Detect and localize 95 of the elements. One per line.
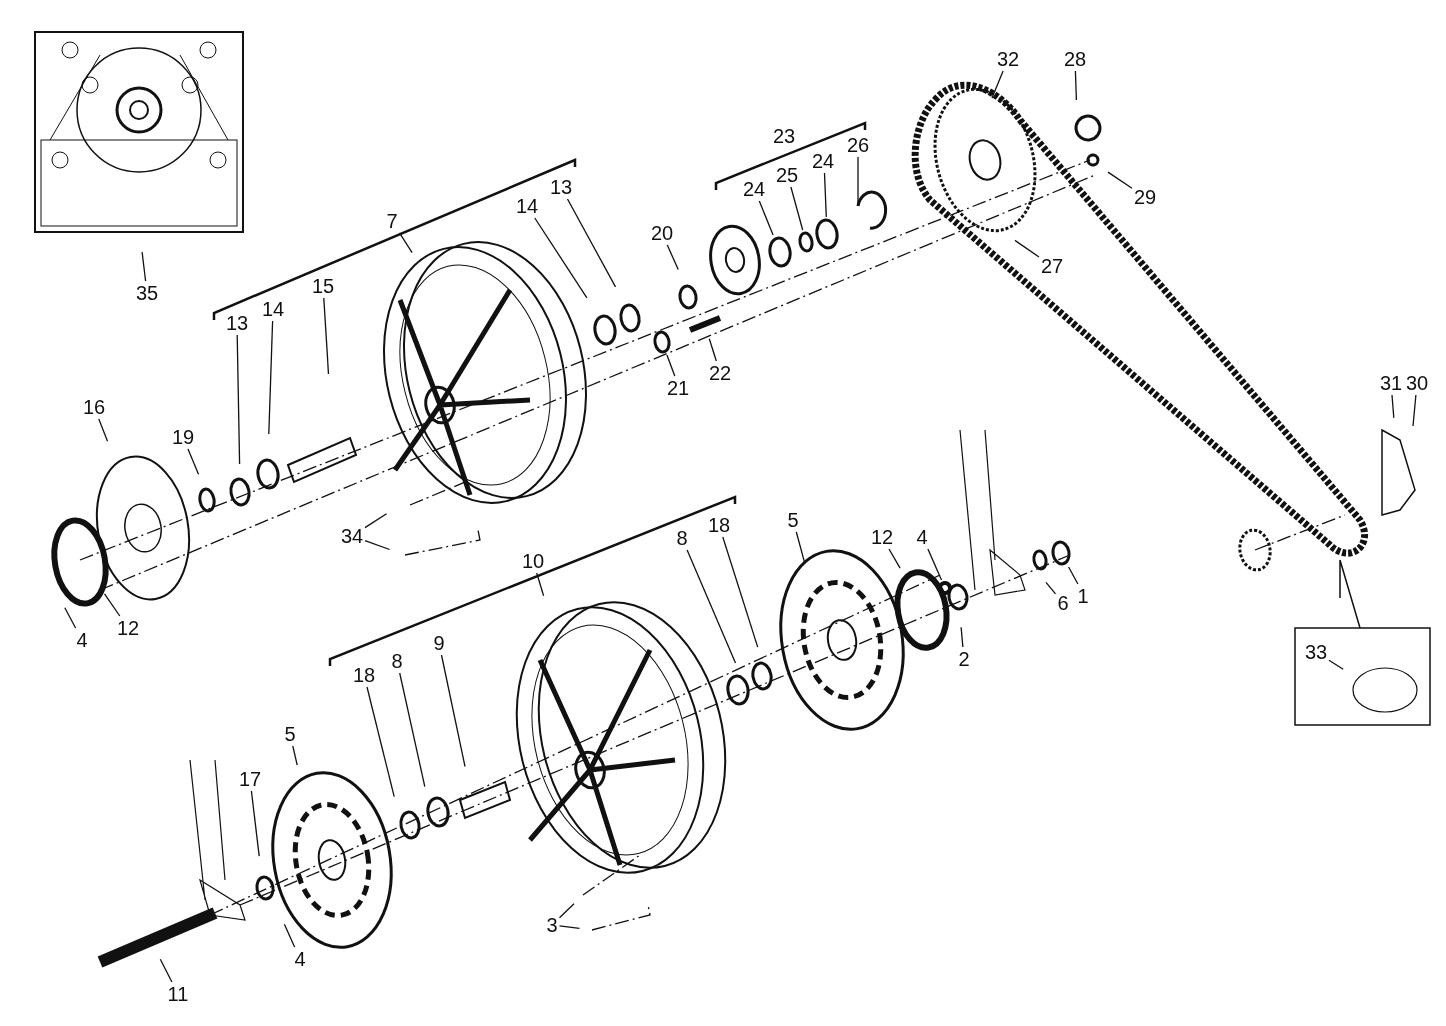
callout-number: 24	[742, 178, 767, 200]
leader-line	[187, 448, 200, 475]
callout-number: 2	[957, 648, 971, 670]
callout-number: 13	[549, 176, 574, 198]
callout-number: 18	[352, 664, 377, 686]
callout-number: 1	[1076, 585, 1090, 607]
leader-line	[364, 540, 391, 551]
leader-line	[141, 251, 147, 282]
leader-line	[1045, 581, 1057, 595]
leader-line	[250, 790, 260, 857]
leader-line	[536, 572, 545, 597]
leader-line	[292, 745, 298, 766]
leader-line	[323, 297, 330, 375]
leader-line	[1391, 394, 1395, 419]
callout-number: 24	[811, 150, 836, 172]
callout-number: 8	[675, 527, 689, 549]
leader-line	[1328, 659, 1344, 670]
callout-number: 18	[707, 514, 732, 536]
leader-line	[98, 418, 109, 442]
ring-part	[815, 218, 839, 250]
callout-number: 16	[82, 396, 107, 418]
leader-line	[1412, 394, 1417, 427]
leader-line	[534, 217, 588, 299]
leader-line	[64, 607, 77, 629]
callout-number: 13	[225, 312, 250, 334]
callout-number: 35	[135, 282, 160, 304]
callout-number: 5	[283, 723, 297, 745]
callout-number: 30	[1405, 372, 1430, 394]
callout-number: 33	[1304, 641, 1329, 663]
callout-number: 22	[708, 362, 733, 384]
leader-line	[666, 244, 679, 271]
leader-line	[758, 200, 774, 236]
leader-line	[790, 186, 804, 231]
callout-number: 31	[1379, 372, 1404, 394]
leader-line	[558, 903, 575, 919]
leader-line	[1107, 171, 1133, 189]
callout-number: 14	[261, 298, 286, 320]
ring-part	[798, 231, 814, 253]
ring-part	[1051, 540, 1071, 566]
callout-number: 20	[650, 222, 675, 244]
callout-number: 17	[238, 768, 263, 790]
callout-number: 27	[1040, 255, 1065, 277]
callout-number: 21	[666, 377, 691, 399]
ring-part	[653, 330, 671, 354]
leader-line	[708, 338, 717, 362]
callout-number: 15	[311, 275, 336, 297]
callout-number: 12	[870, 526, 895, 548]
leader-line	[1074, 70, 1078, 101]
callout-number: 4	[293, 948, 307, 970]
callout-number: 3	[545, 914, 559, 936]
ring-part	[938, 581, 952, 595]
leader-line	[399, 672, 426, 788]
callout-number: 6	[1056, 592, 1070, 614]
leader-line	[283, 923, 296, 948]
callout-number: 14	[515, 195, 540, 217]
leader-line	[960, 626, 964, 648]
callout-number: 4	[75, 629, 89, 651]
callout-number: 7	[385, 210, 399, 232]
callout-number: 4	[915, 526, 929, 548]
leader-line	[823, 172, 827, 218]
leader-line	[159, 958, 173, 983]
callout-number: 29	[1133, 186, 1158, 208]
callout-number: 11	[166, 983, 190, 1005]
leader-line	[268, 320, 274, 435]
leader-line	[795, 531, 806, 564]
leader-line	[666, 354, 676, 377]
callout-number: 10	[521, 550, 546, 572]
leader-line	[927, 548, 943, 581]
leader-line	[888, 548, 901, 569]
leader-line	[566, 198, 617, 288]
callout-number: 5	[786, 509, 800, 531]
leader-line	[236, 334, 241, 465]
leader-line	[398, 232, 413, 254]
callout-number: 28	[1063, 48, 1088, 70]
callout-number: 23	[772, 125, 797, 147]
leader-line	[722, 536, 759, 648]
callout-number: 25	[775, 164, 800, 186]
callout-number: 8	[390, 650, 404, 672]
leader-line	[103, 593, 121, 617]
leader-line	[558, 925, 581, 930]
leader-line	[440, 654, 466, 768]
leader-line	[364, 513, 388, 529]
leader-line	[1014, 239, 1040, 258]
leader-line	[366, 686, 395, 798]
leader-line	[1067, 566, 1079, 585]
leader-line	[857, 156, 859, 207]
callout-number: 26	[846, 134, 871, 156]
callout-number: 32	[996, 48, 1021, 70]
leader-line	[991, 70, 1004, 99]
callout-number: 9	[432, 632, 446, 654]
leader-line	[686, 549, 737, 664]
callout-number: 12	[116, 617, 141, 639]
ring-part	[768, 236, 792, 268]
callout-number: 34	[340, 525, 365, 547]
callout-number: 19	[171, 426, 196, 448]
